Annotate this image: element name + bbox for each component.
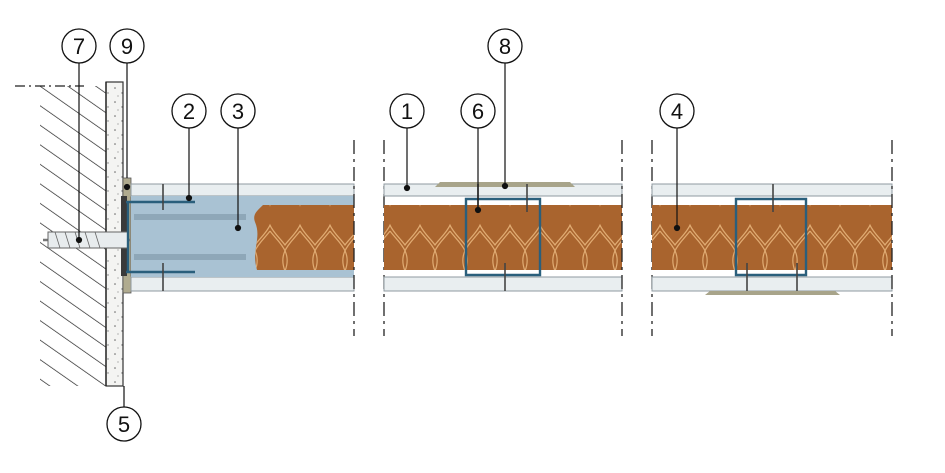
callout-1: 1 [389, 93, 425, 129]
callout-8: 8 [487, 28, 523, 64]
callout-label-1: 1 [401, 99, 413, 124]
callout-9: 9 [109, 28, 145, 64]
callout-label-3: 3 [232, 99, 244, 124]
section-left [126, 140, 355, 336]
callout-label-6: 6 [472, 99, 484, 124]
callout-3: 3 [220, 93, 256, 129]
callout-label-8: 8 [499, 34, 511, 59]
section-right [651, 140, 893, 336]
section-middle [383, 140, 623, 336]
callout-label-7: 7 [73, 34, 85, 59]
callout-4: 4 [659, 93, 695, 129]
callout-7: 7 [61, 28, 97, 64]
callout-5: 5 [106, 406, 142, 442]
callout-label-5: 5 [118, 412, 130, 437]
callout-label-4: 4 [671, 99, 683, 124]
leader-lines [75, 63, 681, 407]
callout-label-9: 9 [121, 34, 133, 59]
callout-2: 2 [171, 93, 207, 129]
callout-6: 6 [460, 93, 496, 129]
callout-label-2: 2 [183, 99, 195, 124]
